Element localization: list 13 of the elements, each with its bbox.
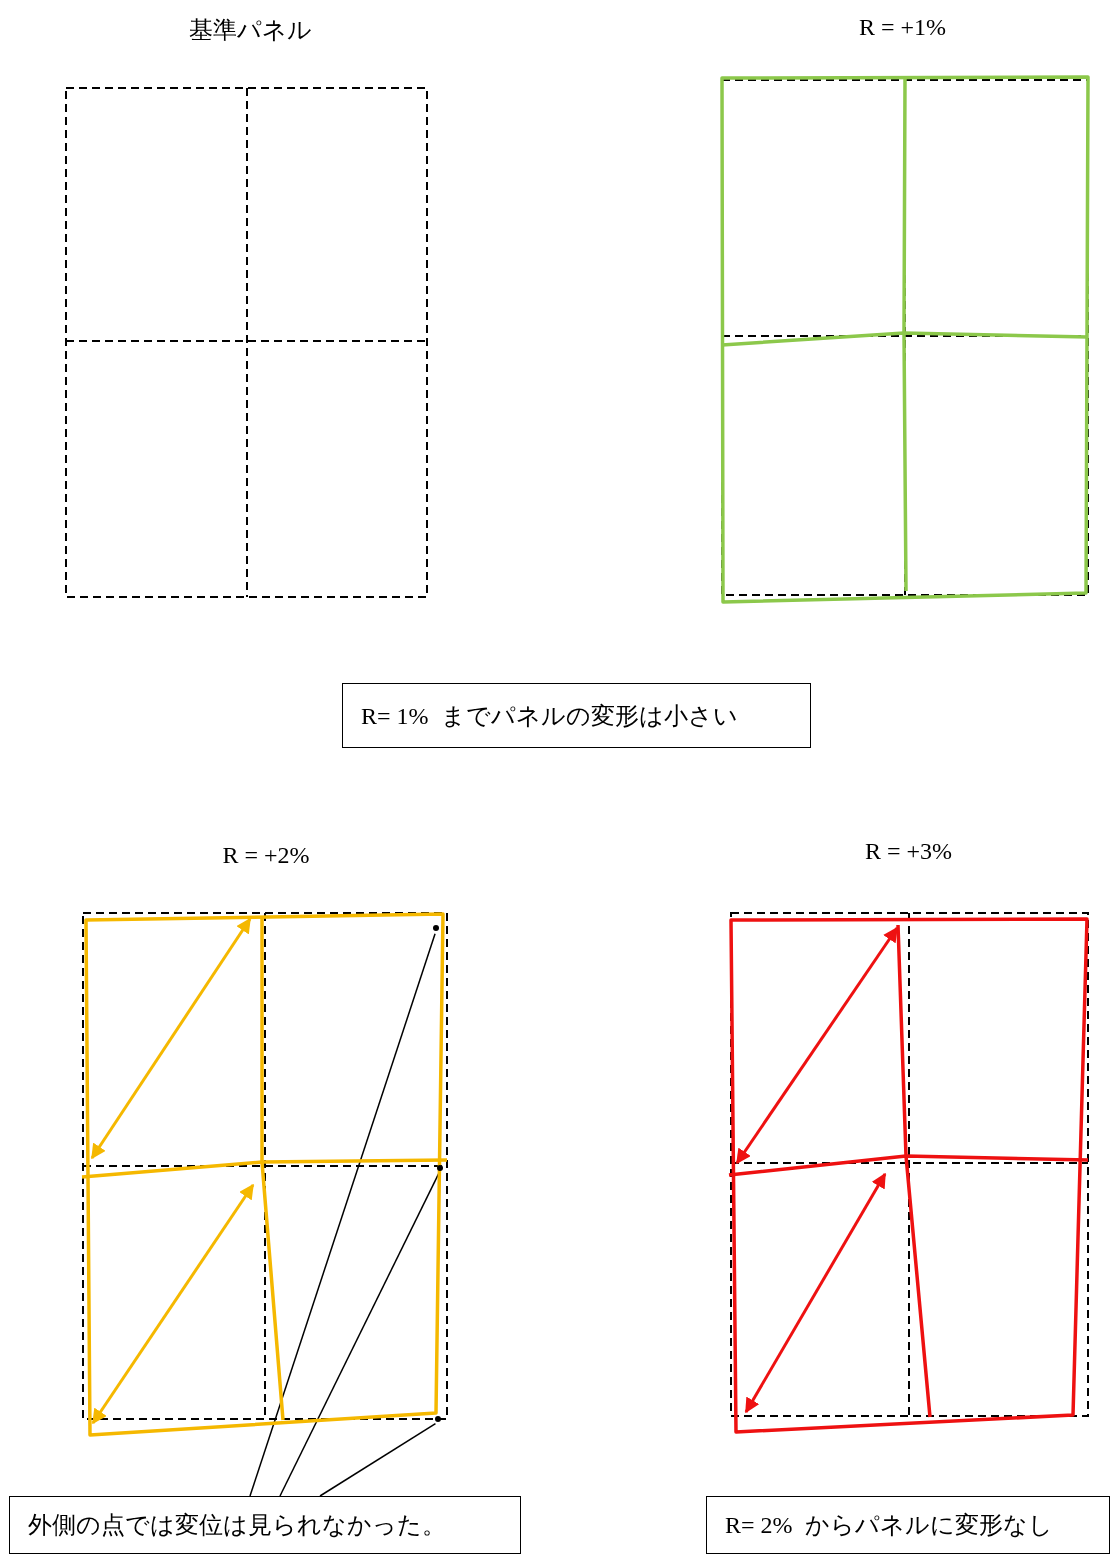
panel-title: R = +2% (221, 842, 311, 869)
leader-line (249, 933, 436, 1497)
panel-title: R = +3% (863, 838, 954, 865)
leader-line (319, 1422, 437, 1497)
panel-title: 基準パネル (187, 16, 313, 45)
leader-line (279, 1172, 440, 1497)
measuring-point (437, 1165, 443, 1171)
note-box: R= 2% からパネルに変形なし (706, 1496, 1110, 1554)
measuring-point (435, 1416, 441, 1422)
note-box: R= 1% までパネルの変形は小さい (342, 683, 811, 748)
measuring-point (433, 925, 439, 931)
panel-title: R = +1% (857, 14, 948, 41)
note-box: 外側の点では変位は見られなかった。 (9, 1496, 521, 1554)
